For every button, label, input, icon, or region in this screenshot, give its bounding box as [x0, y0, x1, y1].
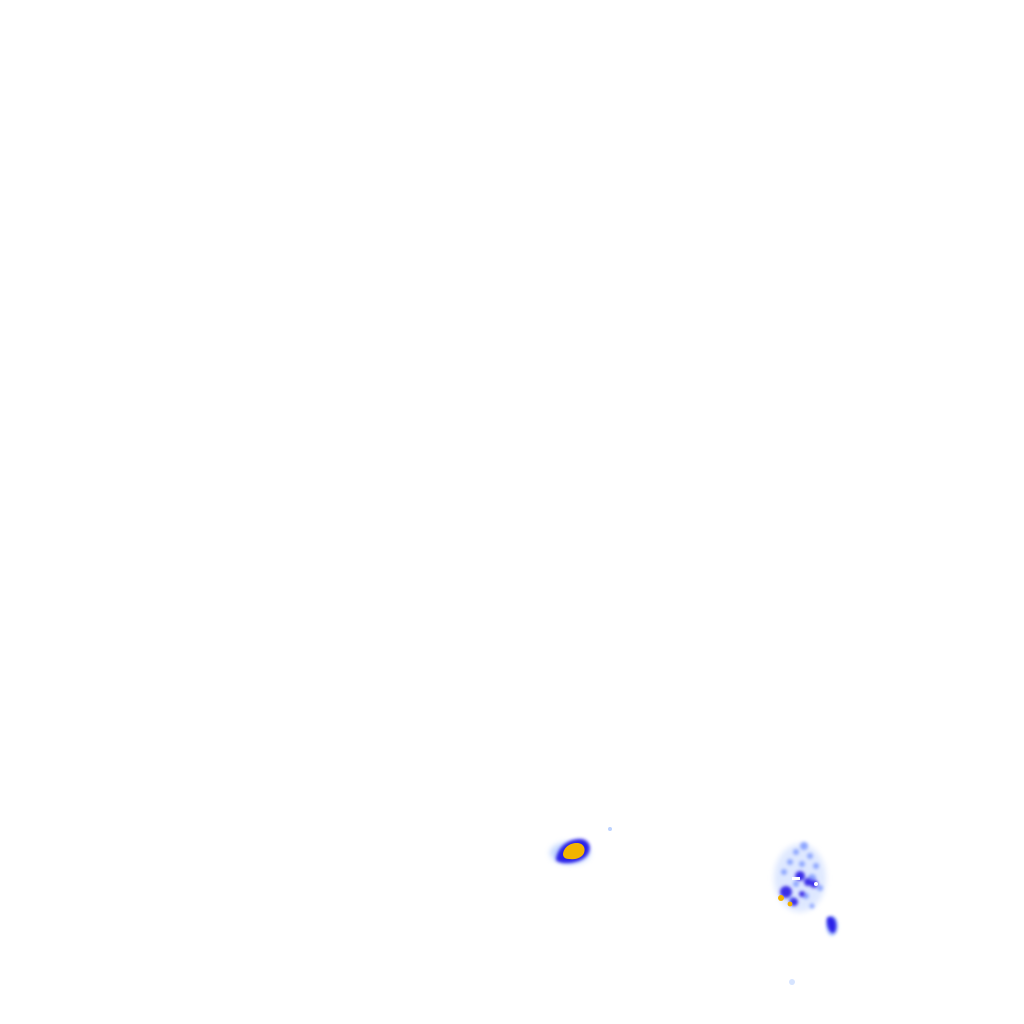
radar-echo-west	[550, 827, 612, 864]
radar-echo-tail	[789, 916, 838, 985]
radar-echo-east	[774, 842, 826, 912]
